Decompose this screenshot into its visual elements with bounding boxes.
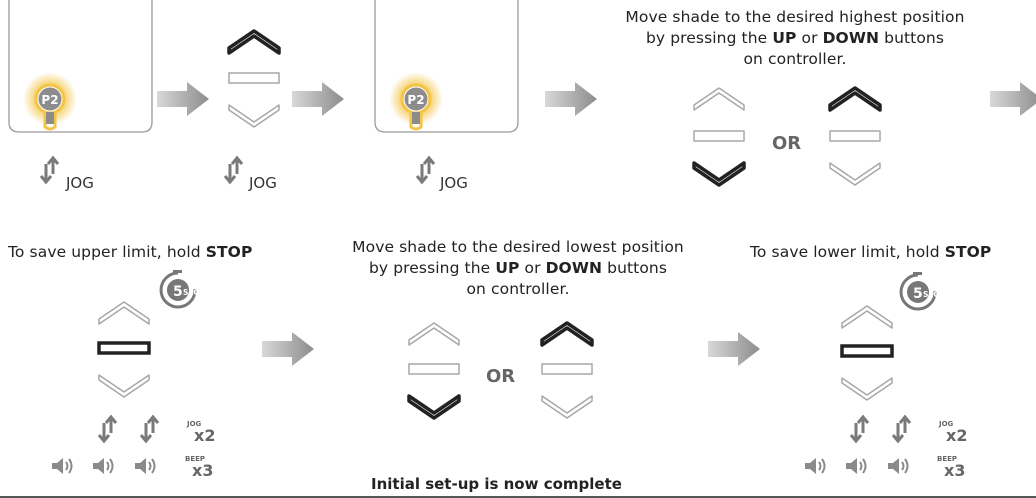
- jog-arrows-icon: [415, 156, 436, 184]
- stop-button-icon[interactable]: [228, 72, 281, 85]
- jog-arrows-icon: [39, 156, 60, 184]
- stop-button-icon[interactable]: [408, 363, 461, 376]
- svg-text:SECS: SECS: [183, 288, 205, 297]
- speaker-icon: [51, 457, 73, 475]
- jog-label: JOG: [440, 174, 468, 192]
- timer-icon: 5 SECS: [899, 272, 945, 311]
- flow-arrow-icon: [990, 82, 1036, 116]
- beep-count-badge: BEEP x3: [937, 455, 966, 480]
- p2-button-icon[interactable]: P2: [23, 72, 77, 139]
- setup-complete-text: Initial set-up is now complete: [371, 475, 622, 493]
- speaker-icon: [804, 457, 826, 475]
- jog-arrows-icon: [849, 415, 870, 443]
- flow-arrow-icon: [292, 82, 344, 116]
- step5-instructions: To save lower limit, hold STOP: [750, 243, 992, 261]
- down-button-icon[interactable]: [541, 393, 594, 421]
- jog-arrows-icon: [223, 156, 244, 184]
- up-button-icon[interactable]: [408, 320, 461, 348]
- jog-label: JOG: [66, 174, 94, 192]
- up-button-icon[interactable]: [98, 299, 151, 327]
- beep-count-badge: BEEP x3: [185, 455, 214, 480]
- speaker-icon: [845, 457, 867, 475]
- or-label: OR: [772, 133, 802, 154]
- down-button-icon[interactable]: [228, 102, 281, 130]
- jog-arrows-icon: [139, 415, 160, 443]
- jog-arrows-icon: [891, 415, 912, 443]
- stop-button-icon[interactable]: [541, 363, 594, 376]
- timer-icon: 5 SECS: [159, 270, 205, 309]
- up-button-icon[interactable]: [841, 303, 894, 331]
- svg-text:5: 5: [913, 286, 923, 302]
- p2-label: P2: [407, 93, 424, 107]
- up-button-icon[interactable]: [828, 85, 882, 113]
- down-button-icon[interactable]: [841, 375, 894, 403]
- step4-instructions: Move shade to the desired lowest positio…: [352, 238, 684, 298]
- speaker-icon: [134, 457, 156, 475]
- flow-arrow-icon: [708, 332, 760, 366]
- or-label: OR: [486, 366, 516, 387]
- speaker-icon: [887, 457, 909, 475]
- flow-arrow-icon: [262, 332, 314, 366]
- p2-button-icon[interactable]: P2: [389, 72, 443, 139]
- step3-instructions: To save upper limit, hold STOP: [8, 243, 253, 261]
- step2-instructions: Move shade to the desired highest positi…: [625, 8, 965, 68]
- jog-count-badge: JOG x2: [187, 420, 216, 445]
- stop-button-icon[interactable]: [840, 344, 894, 358]
- flow-arrow-icon: [545, 82, 597, 116]
- down-button-icon[interactable]: [692, 160, 746, 188]
- up-button-icon[interactable]: [693, 85, 746, 113]
- svg-text:SECS: SECS: [923, 290, 945, 299]
- jog-label: JOG: [249, 174, 277, 192]
- jog-arrows-icon: [97, 415, 118, 443]
- down-button-icon[interactable]: [98, 372, 151, 400]
- down-button-icon[interactable]: [829, 160, 882, 188]
- up-button-icon[interactable]: [227, 28, 281, 56]
- svg-text:5: 5: [173, 284, 183, 300]
- stop-button-icon[interactable]: [829, 130, 882, 143]
- down-button-icon[interactable]: [407, 393, 461, 421]
- stop-button-icon[interactable]: [97, 341, 151, 355]
- p2-label: P2: [41, 93, 58, 107]
- stop-button-icon[interactable]: [693, 130, 746, 143]
- up-button-icon[interactable]: [540, 320, 594, 348]
- speaker-icon: [92, 457, 114, 475]
- flow-arrow-icon: [157, 82, 209, 116]
- jog-count-badge: JOG x2: [939, 420, 968, 445]
- bottom-rule: [0, 496, 1036, 498]
